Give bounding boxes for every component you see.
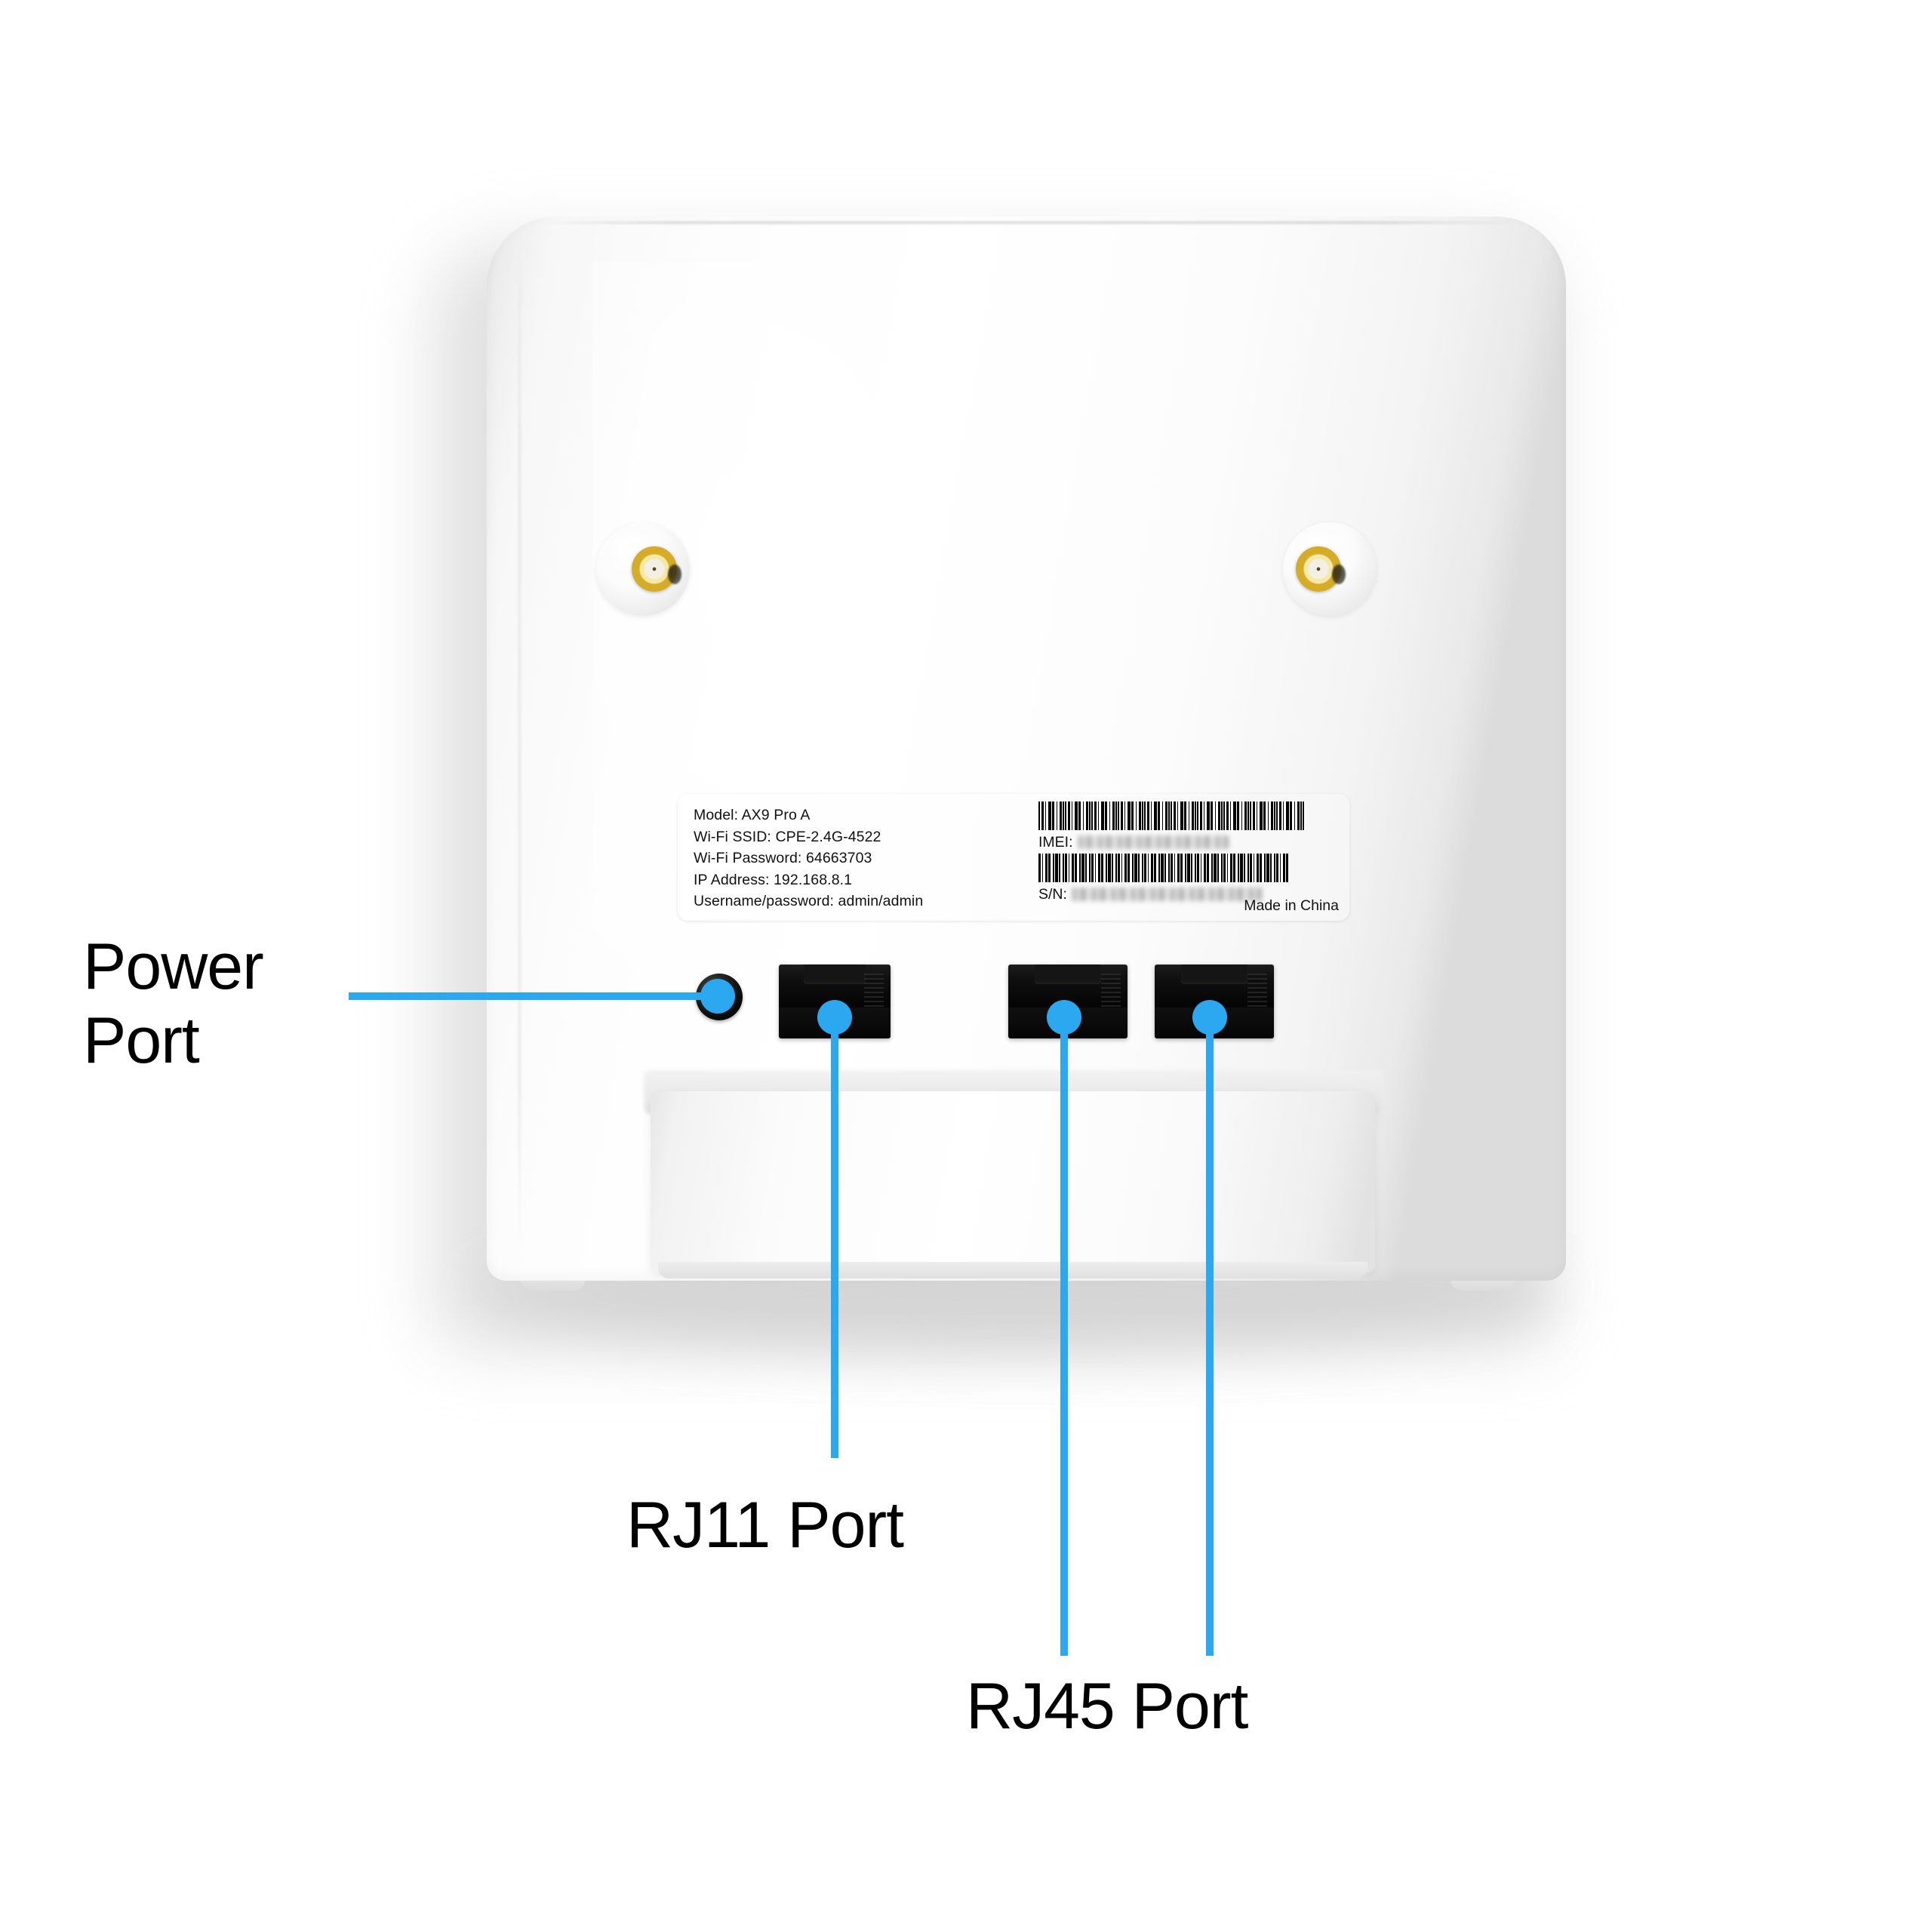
spec-label-text-block: Model: AX9 Pro A Wi-Fi SSID: CPE-2.4G-45… (694, 804, 1033, 912)
callout-dot-rj11 (817, 1000, 852, 1035)
rj45-latch-slot (1034, 964, 1102, 984)
imei-barcode (1038, 801, 1306, 830)
antenna-connector-right (1283, 522, 1377, 616)
rj45-pins (1101, 974, 1121, 1007)
imei-label: IMEI: (1038, 833, 1073, 851)
router-body-sheen (592, 262, 1166, 1205)
callout-line-power (349, 992, 726, 1000)
callout-line-rj11 (831, 1011, 838, 1458)
router-top-seam (540, 221, 1513, 224)
callout-line-rj45-b (1206, 1011, 1214, 1656)
device-spec-label: Model: AX9 Pro A Wi-Fi SSID: CPE-2.4G-45… (678, 794, 1349, 921)
sma-connector-icon (632, 546, 677, 592)
spec-line-credentials: Username/password: admin/admin (694, 893, 924, 909)
rj11-pins (864, 974, 884, 1007)
serial-value-redacted (1071, 888, 1262, 901)
rj11-latch-slot (803, 964, 866, 984)
callout-dot-rj45-b (1192, 1000, 1227, 1035)
spec-line-model: Model: AX9 Pro A (694, 807, 811, 823)
spec-line-password: Wi-Fi Password: 64663703 (694, 850, 872, 866)
rj45-latch-slot (1180, 964, 1248, 984)
callout-line-rj45-a (1060, 1011, 1068, 1656)
callout-dot-rj45-a (1047, 1000, 1081, 1035)
router-edge-highlight (518, 247, 521, 1258)
callout-label-rj11: RJ11 Port (626, 1489, 904, 1561)
callout-label-power: Power Port (83, 931, 264, 1077)
serial-label: S/N: (1038, 885, 1067, 903)
antenna-connector-left (596, 522, 690, 616)
spec-line-ip-address: IP Address: 192.168.8.1 (694, 871, 853, 888)
serial-barcode (1038, 854, 1289, 882)
imei-row: IMEI: (1038, 831, 1334, 854)
rj45-pins (1247, 974, 1267, 1007)
made-in-text: Made in China (1244, 897, 1339, 914)
imei-value-redacted (1077, 835, 1229, 849)
spec-label-code-block: IMEI: S/N: (1038, 801, 1334, 906)
sma-connector-icon (1296, 546, 1341, 592)
callout-dot-power (700, 979, 735, 1014)
serial-row: S/N: (1038, 883, 1334, 906)
router-stand (651, 1091, 1375, 1272)
router-stand-lip (658, 1262, 1367, 1278)
spec-line-ssid: Wi-Fi SSID: CPE-2.4G-4522 (694, 828, 881, 845)
callout-label-rj45: RJ45 Port (966, 1670, 1248, 1743)
